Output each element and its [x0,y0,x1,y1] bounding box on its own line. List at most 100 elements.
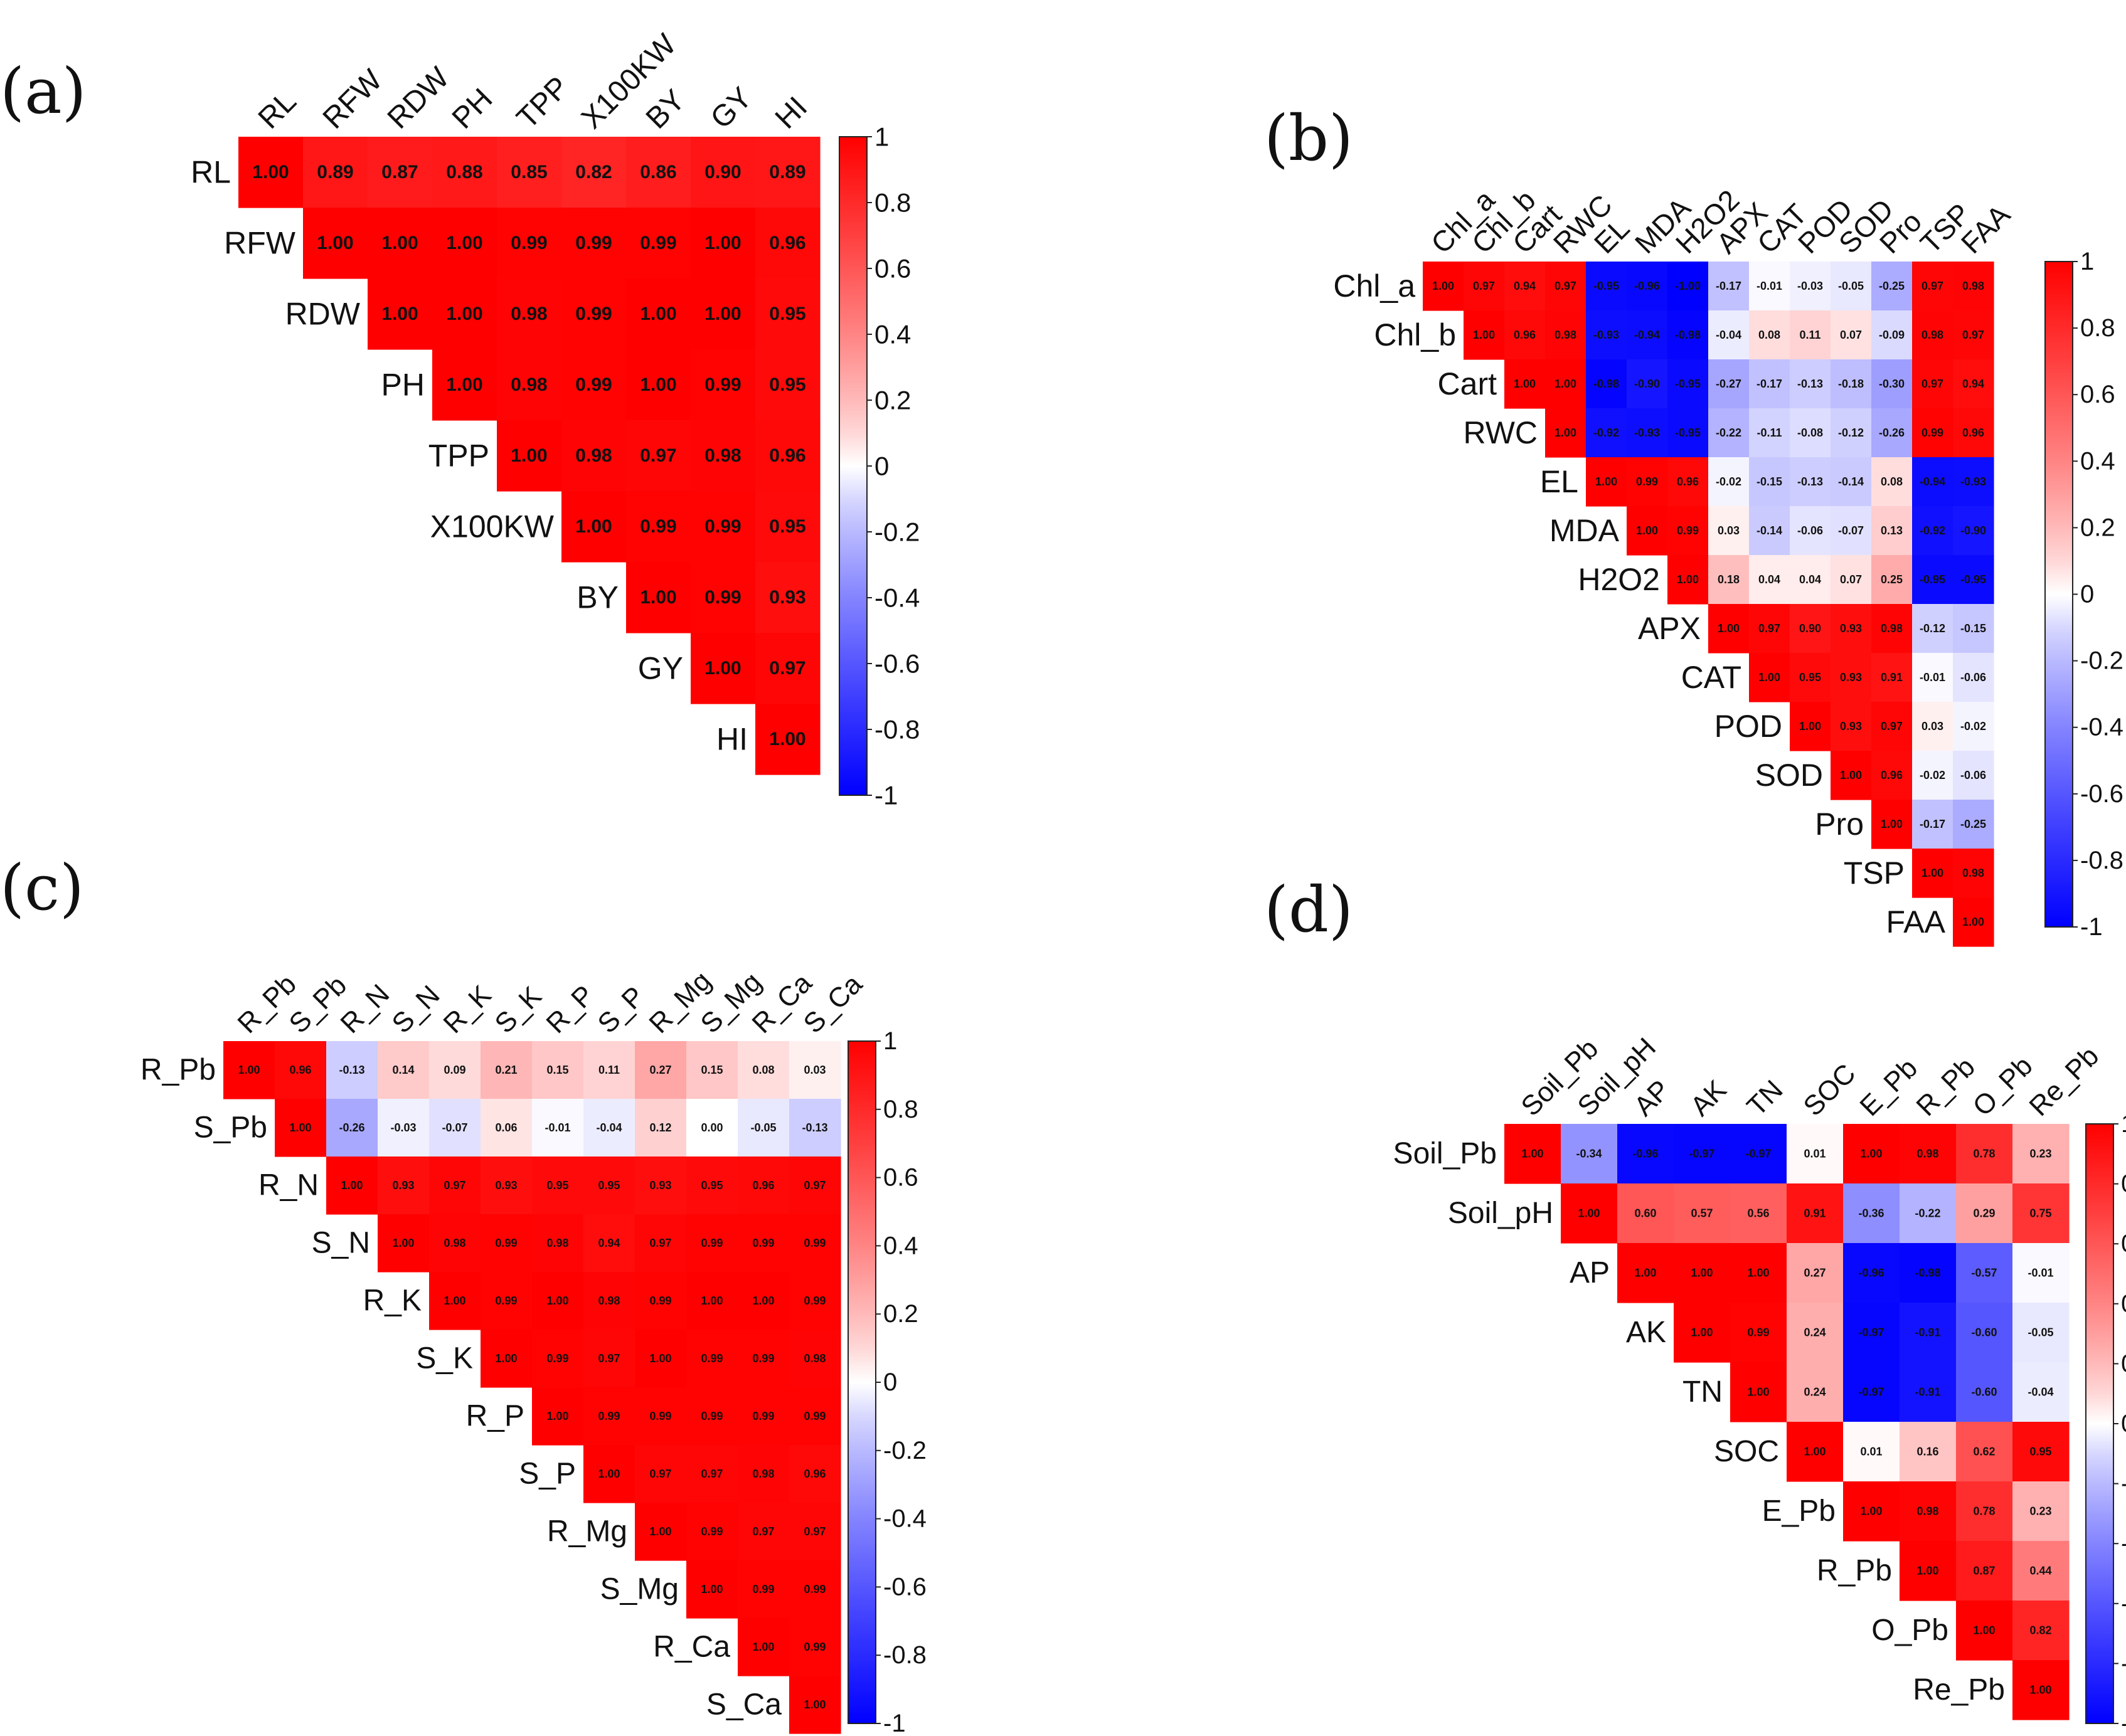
cell-b-4-11 [1871,457,1913,507]
cell-value-b-7-12: -0.12 [1920,622,1945,635]
cell-value-b-3-12: 0.99 [1921,426,1943,439]
row-label-d-5: SOC [1714,1435,1779,1468]
colorbar-tick-a-0: 1 [874,122,889,152]
cell-d-8-9 [2012,1601,2070,1661]
cell-value-a-0-5: 0.82 [575,162,612,183]
cell-a-0-2 [368,137,433,208]
row-label-a-3: PH [381,368,425,403]
cell-c-2-8 [635,1156,687,1215]
colorbar-tick-b-1: 0.8 [2080,314,2115,342]
cell-c-1-5 [481,1099,533,1157]
cell-value-c-0-4: 0.09 [444,1064,465,1076]
cell-b-9-11 [1871,702,1913,751]
cell-value-b-7-13: -0.15 [1960,622,1986,635]
cell-value-c-3-6: 0.98 [546,1237,568,1249]
cell-value-b-4-9: -0.13 [1797,475,1823,488]
colorbar-tick-a-4: 0.2 [874,386,911,415]
cell-d-5-7 [1900,1422,1957,1482]
colorbar-tick-b-7: -0.4 [2080,714,2123,741]
cell-value-b-0-2: 0.94 [1514,280,1536,292]
cell-value-b-0-1: 0.97 [1473,280,1495,292]
cell-value-c-0-3: 0.14 [392,1064,414,1076]
cell-b-2-6 [1667,359,1709,409]
cell-b-1-11 [1871,310,1913,360]
cell-a-0-0 [238,137,304,208]
cell-value-b-1-1: 1.00 [1473,329,1495,341]
colorbar-tick-b-8: -0.6 [2080,780,2123,808]
cell-b-8-11 [1871,653,1913,702]
cell-c-3-9 [686,1214,738,1273]
cell-value-a-4-4: 1.00 [511,445,547,466]
cell-value-a-5-6: 0.99 [640,516,676,537]
cell-c-0-9 [686,1041,738,1099]
cell-value-d-2-4: 1.00 [1747,1267,1769,1279]
cell-c-11-11 [789,1676,841,1734]
cell-value-b-5-13: -0.90 [1960,524,1986,537]
cell-value-d-6-7: 0.98 [1916,1505,1938,1518]
cell-value-b-0-0: 1.00 [1432,280,1454,292]
cell-value-c-6-7: 0.99 [598,1410,620,1422]
cell-c-2-11 [789,1156,841,1215]
cell-b-0-0 [1423,262,1464,311]
panel-label-b: (b) [1264,102,1353,175]
cell-value-b-7-9: 0.90 [1799,622,1821,635]
colorbar-tick-c-7: -0.4 [883,1505,927,1533]
cell-value-a-3-3: 1.00 [446,374,482,395]
cell-b-2-12 [1912,359,1953,409]
col-label-c-7: S_P [592,981,650,1039]
colorbar-tick-c-0: 1 [883,1027,897,1055]
col-label-a-2: RDW [381,61,456,135]
cell-c-7-11 [789,1445,841,1503]
cell-value-b-3-7: -0.22 [1716,426,1741,439]
row-label-c-5: S_K [416,1342,473,1375]
cell-value-d-1-5: 0.91 [1804,1207,1826,1220]
cell-value-b-4-8: -0.15 [1757,475,1782,488]
cell-value-b-4-7: -0.02 [1716,475,1741,488]
cell-a-2-2 [368,278,433,350]
cell-c-8-9 [686,1503,738,1561]
cell-b-3-12 [1912,408,1953,458]
cell-value-b-5-10: -0.07 [1838,524,1864,537]
row-label-d-2: AP [1570,1256,1610,1289]
cell-b-6-9 [1790,555,1831,605]
cell-value-a-5-7: 0.99 [704,516,741,537]
cell-value-b-2-8: -0.17 [1757,378,1782,390]
cell-value-d-0-5: 0.01 [1804,1148,1826,1160]
cell-c-2-10 [738,1156,790,1215]
cell-c-0-7 [583,1041,635,1099]
cell-a-0-1 [303,137,368,208]
cell-value-c-8-10: 0.97 [752,1525,774,1538]
row-label-c-11: S_Ca [706,1688,782,1722]
cell-b-2-9 [1790,359,1831,409]
cell-value-b-2-7: -0.27 [1716,378,1741,390]
cell-a-3-7 [691,349,756,421]
cell-value-b-3-13: 0.96 [1962,426,1984,439]
cell-b-2-4 [1586,359,1627,409]
cell-value-c-4-6: 1.00 [546,1294,568,1307]
cell-value-b-4-5: 0.99 [1636,475,1658,488]
cell-b-1-7 [1708,310,1750,360]
cell-b-10-11 [1871,751,1913,800]
col-label-d-6: E_Pb [1854,1052,1923,1122]
cell-b-3-8 [1749,408,1790,458]
cell-value-b-0-6: -1.00 [1675,280,1701,292]
cell-value-c-4-10: 1.00 [752,1294,774,1307]
row-label-a-1: RFW [224,226,296,261]
cell-c-4-5 [481,1272,533,1330]
cell-value-b-1-10: 0.07 [1840,329,1862,341]
cell-c-6-6 [532,1387,584,1446]
cell-c-2-6 [532,1156,584,1215]
cell-value-a-4-6: 0.97 [640,445,676,466]
cell-value-b-3-5: -0.93 [1634,426,1660,439]
cell-b-8-8 [1749,653,1790,702]
cell-b-10-12 [1912,751,1953,800]
cell-b-2-11 [1871,359,1913,409]
cell-value-d-2-3: 1.00 [1691,1267,1713,1279]
colorbar-tick-c-8: -0.6 [883,1573,927,1601]
cell-value-c-5-7: 0.97 [598,1352,620,1365]
cell-b-7-8 [1749,604,1790,654]
cell-value-c-0-9: 0.15 [701,1064,723,1076]
cell-value-b-1-12: 0.98 [1921,329,1943,341]
